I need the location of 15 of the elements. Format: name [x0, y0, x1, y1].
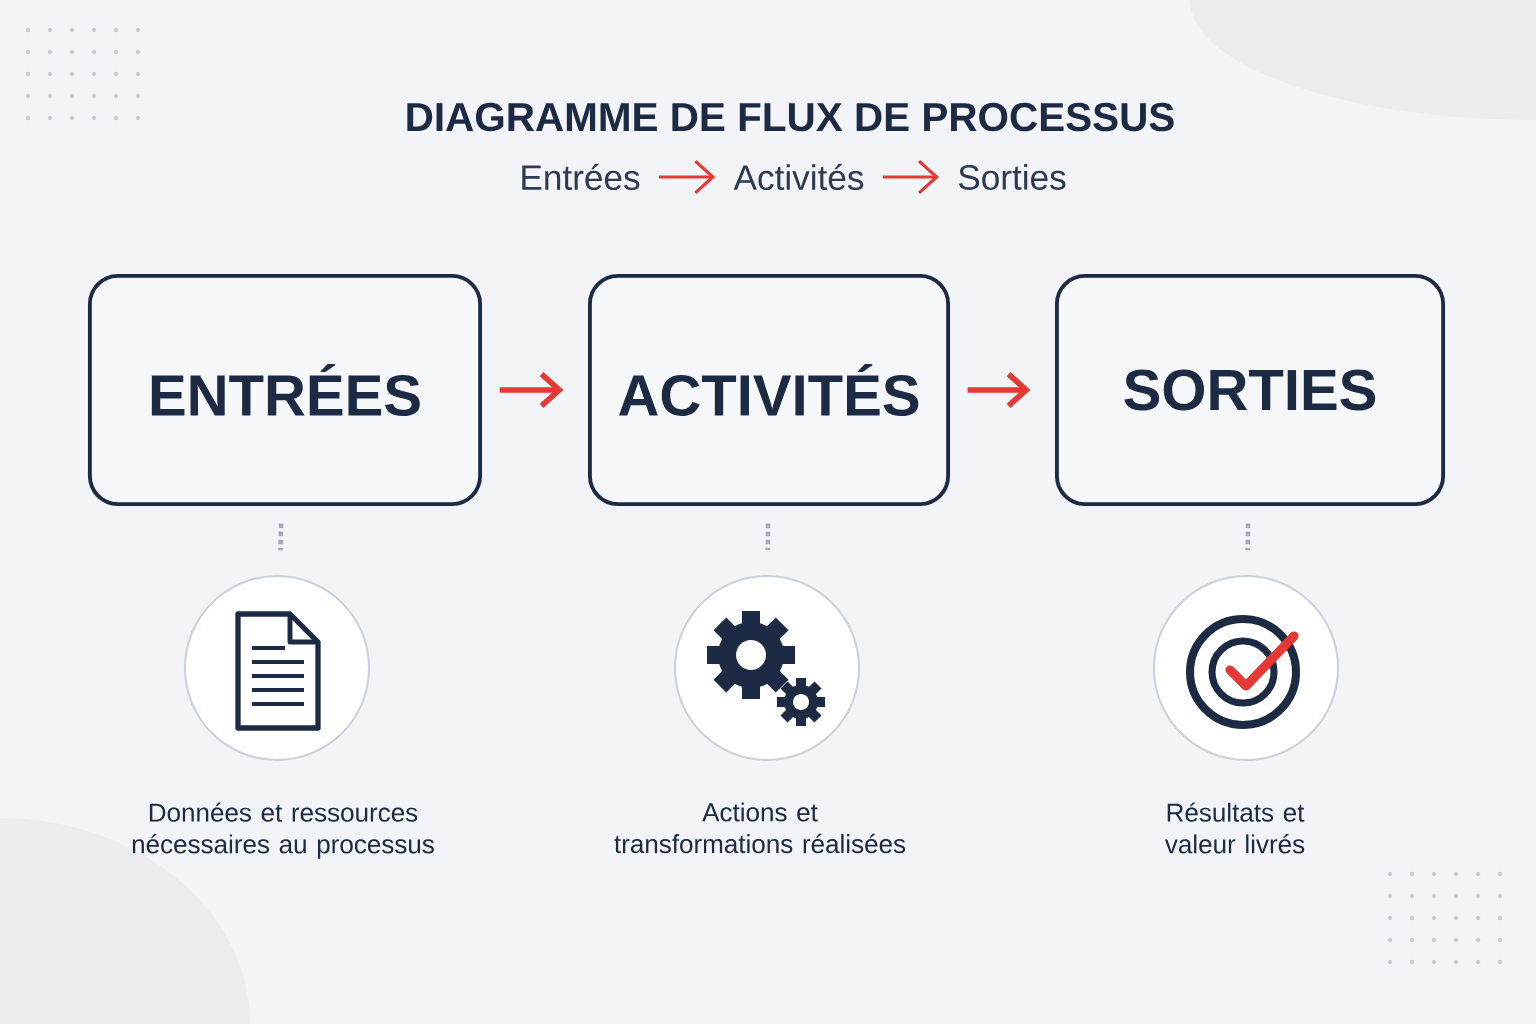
process-box: ENTRÉES — [87, 274, 483, 506]
icon-circle — [183, 574, 371, 762]
description-text: Actions et transformations réalisées — [614, 802, 906, 854]
subtitle-step: Activités — [733, 163, 864, 191]
description-text: Résultats et valeur livrés — [1165, 802, 1305, 854]
connector-line — [1245, 523, 1251, 551]
process-box: ACTIVITÉS — [587, 274, 951, 506]
connector-line — [765, 523, 771, 551]
subtitle-step: Entrées — [522, 163, 640, 191]
subtitle-step: Sorties — [958, 164, 1066, 190]
title: DIAGRAMME DE FLUX DE PROCESSUS — [407, 102, 1174, 132]
icon-circle — [1152, 574, 1340, 762]
process-box: SORTIES — [1054, 274, 1446, 506]
description-text: Données et ressources nécessaires au processus — [132, 802, 434, 859]
connector-line — [278, 523, 284, 551]
